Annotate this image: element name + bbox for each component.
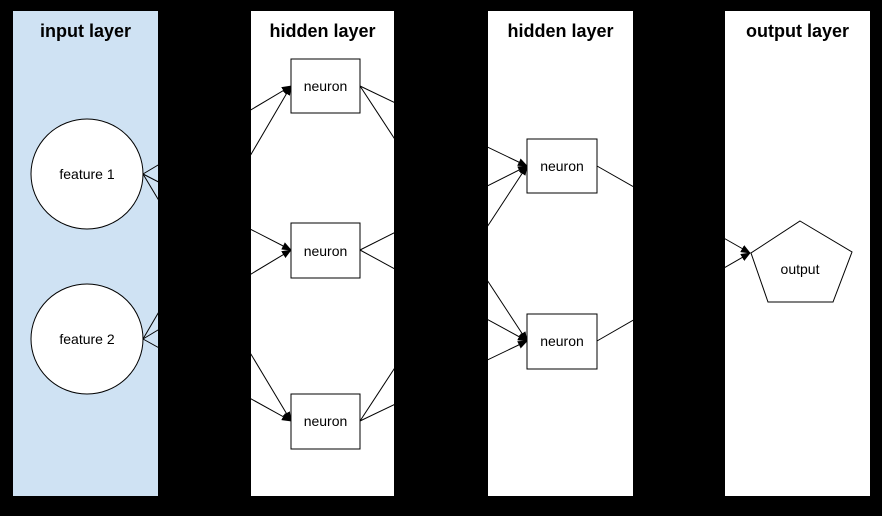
feature-1-label: feature 1 bbox=[59, 166, 114, 182]
hidden-layer-1-title: hidden layer bbox=[269, 21, 375, 41]
neuron-box bbox=[290, 58, 361, 114]
connection-line bbox=[359, 340, 528, 422]
connection-line bbox=[142, 173, 292, 422]
feature-2-node: feature 2 bbox=[30, 283, 144, 395]
connection-line bbox=[596, 165, 751, 254]
feature-2-circle bbox=[30, 283, 144, 395]
hidden1-neuron-3-node: neuron bbox=[290, 393, 361, 450]
connection-line bbox=[596, 252, 751, 342]
hidden-layer-2-panel bbox=[488, 11, 633, 496]
hidden1-neuron-2-node: neuron bbox=[290, 222, 361, 279]
output-pentagon bbox=[750, 220, 853, 303]
connection-lines bbox=[142, 85, 751, 422]
connection-line bbox=[359, 85, 528, 167]
feature-1-circle bbox=[30, 118, 144, 230]
connection-line bbox=[142, 249, 292, 340]
connection-line bbox=[142, 85, 292, 175]
neuron-label: neuron bbox=[304, 243, 348, 259]
feature-1-node: feature 1 bbox=[30, 118, 144, 230]
neuron-label: neuron bbox=[304, 78, 348, 94]
neuron-box bbox=[526, 313, 598, 370]
connection-line bbox=[142, 338, 292, 422]
neuron-label: neuron bbox=[304, 413, 348, 429]
neuron-box bbox=[526, 138, 598, 194]
hidden2-neuron-2-node: neuron bbox=[526, 313, 598, 370]
connection-line bbox=[359, 165, 528, 251]
connection-line bbox=[359, 249, 528, 342]
neuron-box bbox=[290, 393, 361, 450]
neuron-box bbox=[290, 222, 361, 279]
output-node: output bbox=[750, 220, 853, 303]
neuron-label: neuron bbox=[540, 333, 584, 349]
hidden1-neuron-1-node: neuron bbox=[290, 58, 361, 114]
connection-line bbox=[142, 85, 292, 340]
connection-line bbox=[359, 85, 528, 342]
output-label: output bbox=[781, 261, 820, 277]
hidden-layer-2-title: hidden layer bbox=[507, 21, 613, 41]
hidden2-neuron-1-node: neuron bbox=[526, 138, 598, 194]
input-layer-title: input layer bbox=[40, 21, 131, 41]
connection-line bbox=[359, 165, 528, 422]
feature-2-label: feature 2 bbox=[59, 331, 114, 347]
output-layer-title: output layer bbox=[746, 21, 849, 41]
input-layer-panel bbox=[13, 11, 158, 496]
neuron-label: neuron bbox=[540, 158, 584, 174]
